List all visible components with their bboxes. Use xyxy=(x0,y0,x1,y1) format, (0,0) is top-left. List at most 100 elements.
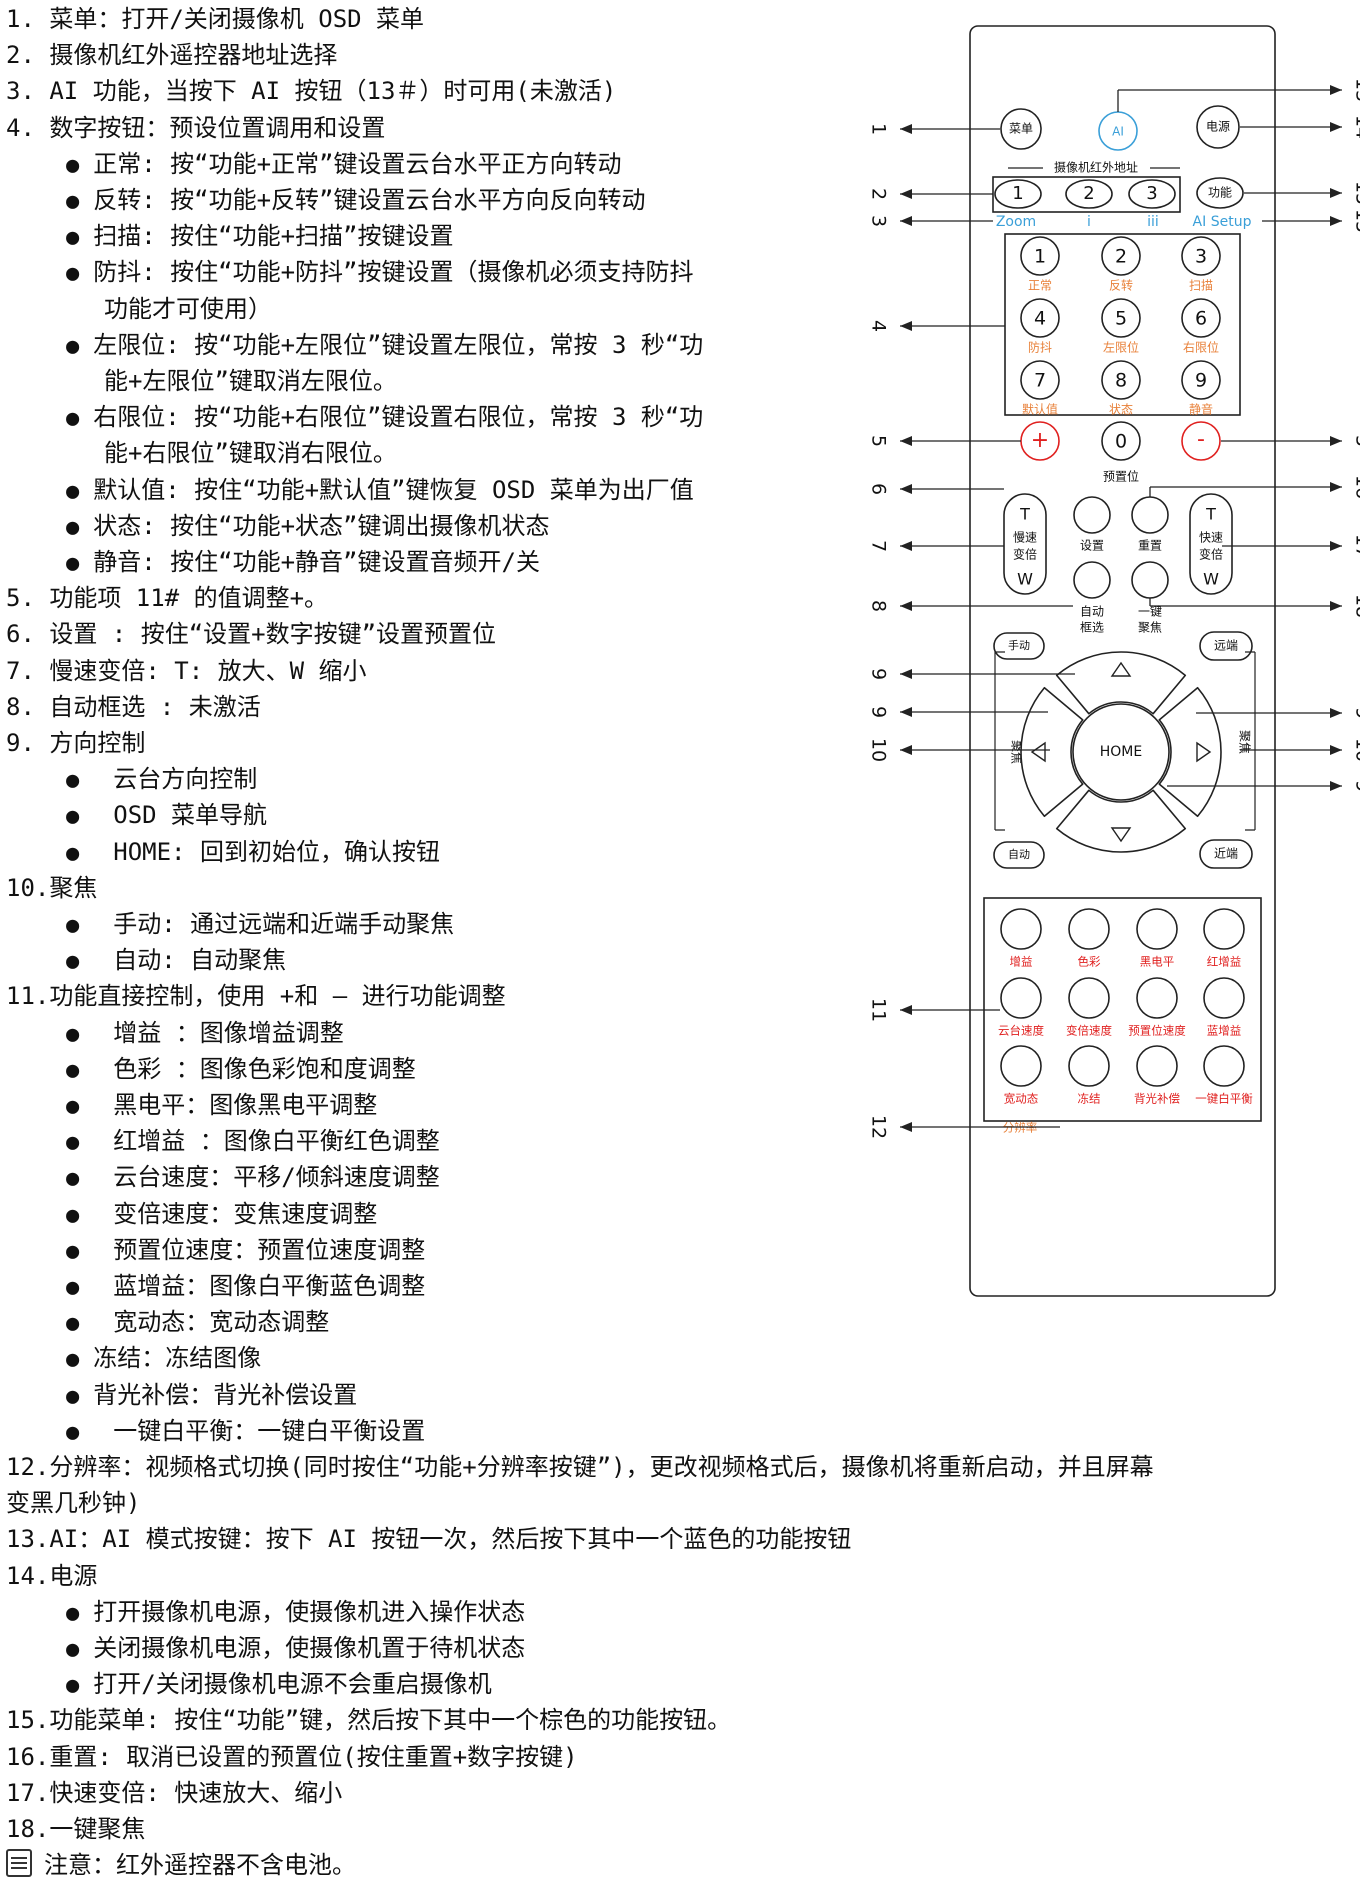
digit-button-2[interactable] xyxy=(1101,236,1141,276)
bullet-icon: ● xyxy=(66,1600,80,1626)
function-direct-label: 一键白平衡 xyxy=(1195,1092,1253,1106)
callout-left-arrow-head xyxy=(900,707,912,717)
bullet-line: ●蓝增益：图像白平衡蓝色调整 xyxy=(66,1269,425,1305)
line-text: 左限位: 按“功能+左限位”键设置左限位，常按 3 秒“功 xyxy=(93,330,704,359)
function-direct-button-5[interactable] xyxy=(1000,977,1042,1019)
function-direct-label: 宽动态 xyxy=(1004,1092,1039,1106)
callout-right-number: 15 xyxy=(1352,209,1361,233)
digit-button-9[interactable] xyxy=(1181,360,1221,400)
line-text: 正常: 按“功能+正常”键设置云台水平正方向转动 xyxy=(93,149,622,178)
function-direct-button-10[interactable] xyxy=(1068,1045,1110,1087)
digit-button-1[interactable] xyxy=(1020,236,1060,276)
digit-sublabel: 正常 xyxy=(1028,279,1052,293)
callout-left-arrow-head xyxy=(900,669,912,679)
set-button[interactable] xyxy=(1073,496,1111,534)
bullet-line: ●背光补偿：背光补偿设置 xyxy=(66,1378,357,1414)
digit-sublabel: 防抖 xyxy=(1028,340,1052,355)
function-direct-button-2[interactable] xyxy=(1068,908,1110,950)
minus-button[interactable] xyxy=(1181,421,1221,461)
dpad-up-button[interactable] xyxy=(1055,651,1187,715)
function-direct-button-6[interactable] xyxy=(1068,977,1110,1019)
function-direct-button-3[interactable] xyxy=(1136,908,1178,950)
digit-button-4[interactable] xyxy=(1020,298,1060,338)
near-button[interactable] xyxy=(1199,839,1253,869)
function-direct-button-11[interactable] xyxy=(1136,1045,1178,1087)
address-button-2[interactable] xyxy=(1065,179,1113,209)
function-button[interactable] xyxy=(1196,177,1244,209)
bullet-icon: ● xyxy=(66,261,80,287)
line-text: 12.分辨率：视频格式切换(同时按住“功能+分辨率按键”)，更改视频格式后，摄像… xyxy=(6,1453,1154,1481)
callout-right-arrow-head xyxy=(1330,85,1342,95)
digit-button-8[interactable] xyxy=(1101,360,1141,400)
line-text: 功能才可使用） xyxy=(104,294,272,323)
bullet-line: ●左限位: 按“功能+左限位”键设置左限位，常按 3 秒“功 xyxy=(66,328,703,364)
address-label: 1 xyxy=(1012,183,1023,204)
line-text: 右限位: 按“功能+右限位”键设置右限位，常按 3 秒“功 xyxy=(93,403,704,432)
bullet-line: ●静音: 按住“功能+静音”键设置音频开/关 xyxy=(66,545,540,581)
address-button-1[interactable] xyxy=(994,179,1042,209)
dpad-right-button[interactable] xyxy=(1158,686,1222,818)
digit-sublabel: 默认值 xyxy=(1022,402,1058,417)
bullet-icon: ● xyxy=(66,478,80,504)
far-button[interactable] xyxy=(1199,631,1253,661)
auto-focus-button[interactable] xyxy=(993,841,1045,869)
text-line: 16.重置: 取消已设置的预置位(按住重置+数字按键) xyxy=(6,1740,578,1774)
manual-button[interactable] xyxy=(993,632,1045,660)
minus-label: - xyxy=(1197,427,1205,452)
function-direct-button-9[interactable] xyxy=(1000,1045,1042,1087)
fast-zoom-t: T xyxy=(1205,505,1216,524)
address-label: 2 xyxy=(1083,183,1094,204)
callout-left-arrow-head xyxy=(900,189,912,199)
line-text: 背光补偿：背光补偿设置 xyxy=(93,1380,358,1409)
callout-right-arrow-head xyxy=(1330,541,1342,551)
text-line: 6. 设置 : 按住“设置+数字按键”设置预置位 xyxy=(6,617,496,651)
line-text: 冻结：冻结图像 xyxy=(93,1344,262,1373)
bullet-line: ● 打开摄像机电源，使摄像机进入操作状态 xyxy=(66,1595,525,1631)
slow-zoom-t: T xyxy=(1019,505,1030,524)
reset-button[interactable] xyxy=(1131,496,1169,534)
note-icon xyxy=(6,1849,32,1878)
callout-left-number: 3 xyxy=(868,215,890,227)
menu-button[interactable] xyxy=(1000,108,1042,150)
address-button-3[interactable] xyxy=(1128,179,1176,209)
one-key-focus-button[interactable] xyxy=(1131,561,1169,599)
fast-zoom-label: 快速 xyxy=(1199,531,1223,545)
digit-label: 6 xyxy=(1195,308,1207,330)
line-text: 14.电源 xyxy=(6,1561,98,1590)
bullet-line: ●黑电平：图像黑电平调整 xyxy=(66,1088,377,1124)
dpad-down-button[interactable] xyxy=(1055,789,1187,853)
bullet-icon: ● xyxy=(66,1637,80,1662)
zero-button[interactable] xyxy=(1101,421,1141,461)
function-direct-button-7[interactable] xyxy=(1136,977,1178,1019)
iii-sublabel: iii xyxy=(1147,214,1159,230)
set-label: 设置 xyxy=(1080,539,1104,553)
function-direct-button-12[interactable] xyxy=(1203,1045,1245,1087)
fast-zoom-rocker[interactable] xyxy=(1189,493,1233,595)
function-direct-button-8[interactable] xyxy=(1203,977,1245,1019)
line-text: 反转: 按“功能+反转”键设置云台水平方向反向转动 xyxy=(93,186,646,214)
text-line: 12.分辨率：视频格式切换(同时按住“功能+分辨率按键”)，更改视频格式后，摄像… xyxy=(6,1450,1154,1484)
function-direct-label: 背光补偿 xyxy=(1134,1092,1180,1106)
digit-button-5[interactable] xyxy=(1101,298,1141,338)
slow-zoom-rocker[interactable] xyxy=(1003,493,1047,595)
callout-left-number: 1 xyxy=(868,123,890,135)
digit-button-3[interactable] xyxy=(1181,236,1221,276)
digit-label: 5 xyxy=(1115,308,1127,330)
auto-frame-button[interactable] xyxy=(1073,561,1111,599)
dpad-left-button[interactable] xyxy=(1020,686,1084,818)
digit-button-6[interactable] xyxy=(1181,298,1221,338)
line-text: 打开摄像机电源，使摄像机进入操作状态 xyxy=(93,1597,526,1626)
callout-left-number: 2 xyxy=(868,188,890,200)
power-button[interactable] xyxy=(1196,105,1240,149)
function-direct-label: 蓝增益 xyxy=(1207,1024,1242,1038)
left-arrow-icon xyxy=(1030,741,1046,763)
text-line: 3. AI 功能，当按下 AI 按钮（13＃）时可用(未激活) xyxy=(6,74,616,108)
callout-left-number: 7 xyxy=(868,540,890,552)
home-button[interactable] xyxy=(1072,703,1170,801)
function-direct-button-1[interactable] xyxy=(1000,908,1042,950)
one-focus-label: 聚焦 xyxy=(1138,621,1162,635)
line-text: 扫描: 按住“功能+扫描”按键设置 xyxy=(93,222,454,251)
bullet-icon: ● xyxy=(66,225,80,251)
digit-button-7[interactable] xyxy=(1020,360,1060,400)
function-direct-button-4[interactable] xyxy=(1203,908,1245,950)
